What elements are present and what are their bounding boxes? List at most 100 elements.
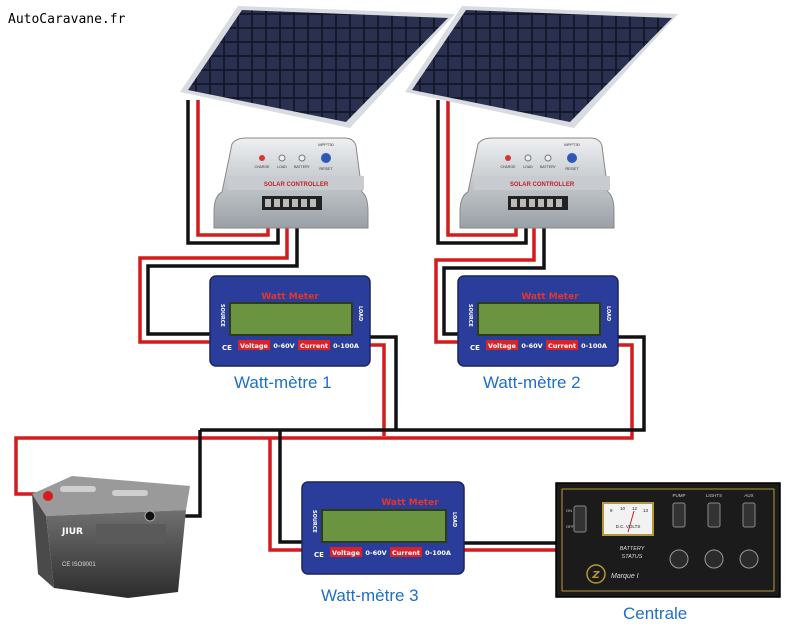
meter-3-title: Watt Meter xyxy=(381,498,439,508)
controller-1-led-label-battery: BATTERY xyxy=(294,165,310,169)
controller-1-model: MPPT30 xyxy=(318,142,334,147)
central-switch-pump xyxy=(672,502,686,528)
central-main-off: OFF xyxy=(566,524,575,529)
controller-1-led-label-load: LOAD xyxy=(277,165,287,169)
central-gauge-tick-12: 12 xyxy=(632,506,638,511)
meter-1-side-source: SOURCE xyxy=(219,304,225,327)
solar-controller-1: SOLAR CONTROLLER MPPT30 RESET CHARGE LOA… xyxy=(213,137,369,229)
meter-2-voltage-badge xyxy=(486,340,518,350)
battery-cert: CE ISO9001 xyxy=(62,562,96,568)
wire-ctrl1-meter1-red xyxy=(138,212,289,344)
meter-2-current-badge xyxy=(546,340,578,350)
watt-meter-2: Watt Meter Voltage 0-60V Current 0-100A … xyxy=(457,275,619,367)
meter-2-voltage-label: Voltage xyxy=(488,342,517,350)
meter-1-lcd xyxy=(229,302,353,336)
meter-3-current-range: 0-100A xyxy=(425,549,451,557)
meter-2-side-source: SOURCE xyxy=(467,304,473,327)
watt-meter-1: Watt Meter Voltage 0-60V Current 0-100A … xyxy=(209,275,371,367)
central-main-switch xyxy=(573,505,587,533)
meter-1-side-load: LOAD xyxy=(357,306,363,321)
controller-2-led-label-load: LOAD xyxy=(523,165,533,169)
wire-ctrl1-meter1-black xyxy=(146,212,299,336)
meter-1-title: Watt Meter xyxy=(261,292,319,302)
controller-1-reset-label: RESET xyxy=(319,166,333,171)
meter-1-voltage-label: Voltage xyxy=(240,342,269,350)
meter-3-current-label: Current xyxy=(392,549,420,557)
wire-meter1-load-red xyxy=(368,343,386,436)
caption-watt-meter-2: Watt-mètre 2 xyxy=(483,373,581,392)
central-brand: Marque I xyxy=(611,573,639,580)
meter-2-ce: CE xyxy=(470,344,480,352)
central-switch-aux xyxy=(742,502,756,528)
meter-3-side-load: LOAD xyxy=(451,512,457,527)
meter-1-current-label: Current xyxy=(300,342,328,350)
meter-2-side-load: LOAD xyxy=(605,306,611,321)
central-logo-letter: Z xyxy=(591,570,600,581)
central-fuse-lights xyxy=(704,549,724,569)
meter-2-voltage-range: 0-60V xyxy=(521,342,542,350)
wire-meter2-load-black xyxy=(200,335,646,432)
central-fuse-pump xyxy=(669,549,689,569)
controller-2-load-led xyxy=(524,154,532,162)
site-watermark: AutoCaravane.fr xyxy=(8,12,126,27)
central-gauge-label: D.C. VOLTS xyxy=(616,524,641,529)
controller-1-reset-button xyxy=(321,153,331,163)
central-main-on: ON xyxy=(566,508,572,513)
central-switch-label-aux: AUX xyxy=(744,493,753,498)
controller-2-label: SOLAR CONTROLLER xyxy=(510,182,575,188)
controller-2-led-label-charge: CHARGE xyxy=(501,165,517,169)
controller-1-charge-led xyxy=(259,155,265,161)
central-volt-gauge xyxy=(602,502,654,536)
wire-bus-red-meter3 xyxy=(268,438,304,552)
central-gauge-needle xyxy=(627,510,635,533)
battery-brand: JIUR xyxy=(61,527,83,537)
meter-3-side-source: SOURCE xyxy=(311,510,317,533)
meter-2-lcd xyxy=(477,302,601,336)
battery-label-plate xyxy=(96,524,166,544)
central-logo xyxy=(586,564,606,584)
controller-1-load-led xyxy=(278,154,286,162)
caption-watt-meter-3: Watt-mètre 3 xyxy=(321,586,419,605)
meter-3-lcd xyxy=(321,509,447,543)
controller-2-reset-label: RESET xyxy=(565,166,579,171)
meter-3-current-badge xyxy=(390,547,422,557)
meter-1-ce: CE xyxy=(222,344,232,352)
controller-1-battery-led xyxy=(298,154,306,162)
controller-1-label: SOLAR CONTROLLER xyxy=(264,182,329,188)
controller-2-reset-button xyxy=(567,153,577,163)
solar-panel-1 xyxy=(180,6,455,128)
wire-ctrl2-meter2-red xyxy=(434,212,536,344)
meter-3-voltage-label: Voltage xyxy=(332,549,361,557)
central-gauge-tick-10: 10 xyxy=(620,506,626,511)
central-status-sub: STATUS xyxy=(622,554,643,560)
central-gauge-tick-13: 13 xyxy=(643,508,649,513)
wire-meter2-load-red xyxy=(384,343,634,440)
meter-3-ce: CE xyxy=(314,551,324,559)
solar-controller-2: SOLAR CONTROLLER MPPT30 RESET CHARGE LOA… xyxy=(459,137,615,229)
central-fuse-aux xyxy=(739,549,759,569)
wire-ctrl2-meter2-black xyxy=(442,212,546,336)
controller-1-led-label-charge: CHARGE xyxy=(255,165,271,169)
central-gauge-tick-9: 9 xyxy=(610,508,613,513)
solar-panel-2 xyxy=(405,6,678,128)
battery-positive-terminal xyxy=(43,491,53,501)
meter-1-voltage-badge xyxy=(238,340,270,350)
meter-3-voltage-range: 0-60V xyxy=(365,549,386,557)
meter-1-current-badge xyxy=(298,340,330,350)
meter-3-voltage-badge xyxy=(330,547,362,557)
caption-watt-meter-1: Watt-mètre 1 xyxy=(234,373,332,392)
controller-2-led-label-battery: BATTERY xyxy=(540,165,556,169)
caption-central: Centrale xyxy=(623,604,688,623)
wires xyxy=(14,100,646,552)
central-switch-label-lights: LIGHTS xyxy=(706,493,722,498)
meter-2-title: Watt Meter xyxy=(521,292,579,302)
wire-bus-black-meter3 xyxy=(278,430,304,544)
battery: JIUR CE ISO9001 xyxy=(32,476,190,598)
watt-meter-3: Watt Meter Voltage 0-60V Current 0-100A … xyxy=(301,481,465,575)
meter-1-current-range: 0-100A xyxy=(333,342,359,350)
controller-2-model: MPPT30 xyxy=(564,142,580,147)
battery-negative-terminal xyxy=(144,510,156,522)
central-switch-label-pump: PUMP xyxy=(672,493,685,498)
meter-1-voltage-range: 0-60V xyxy=(273,342,294,350)
